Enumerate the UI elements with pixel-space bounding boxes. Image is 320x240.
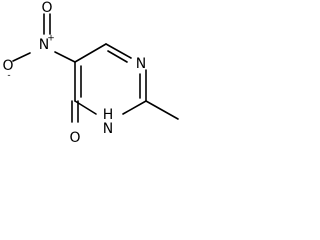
bond-c2-methyl bbox=[145, 100, 179, 120]
structure-canvas: O - N + O N N H O bbox=[0, 0, 188, 148]
bond-n-to-c5 bbox=[54, 51, 76, 63]
atom-n-nitro: N bbox=[39, 37, 49, 53]
bonds bbox=[12, 13, 179, 123]
atom-o-nitro-double: O bbox=[41, 0, 52, 16]
bond-c5-c6 bbox=[74, 43, 107, 63]
atom-n1-ring: N bbox=[136, 56, 146, 72]
atom-o-carbonyl: O bbox=[69, 130, 80, 146]
charge-plus: + bbox=[47, 34, 55, 44]
bond-c6-n1 bbox=[105, 43, 132, 59]
bond-o-minus-to-n bbox=[12, 52, 31, 62]
atom-o-minus: O bbox=[2, 58, 13, 74]
atom-n3-hydrogen: H bbox=[103, 107, 114, 123]
atom-labels: O - N + O N N H O bbox=[2, 0, 146, 146]
bond-c2-n3 bbox=[122, 100, 147, 115]
molecule-structure: O - N + O N N H O bbox=[2, 0, 179, 146]
atom-n3-ring: N bbox=[103, 121, 113, 137]
charge-minus: - bbox=[7, 71, 10, 81]
bond-c6-n1-inner bbox=[107, 50, 128, 63]
